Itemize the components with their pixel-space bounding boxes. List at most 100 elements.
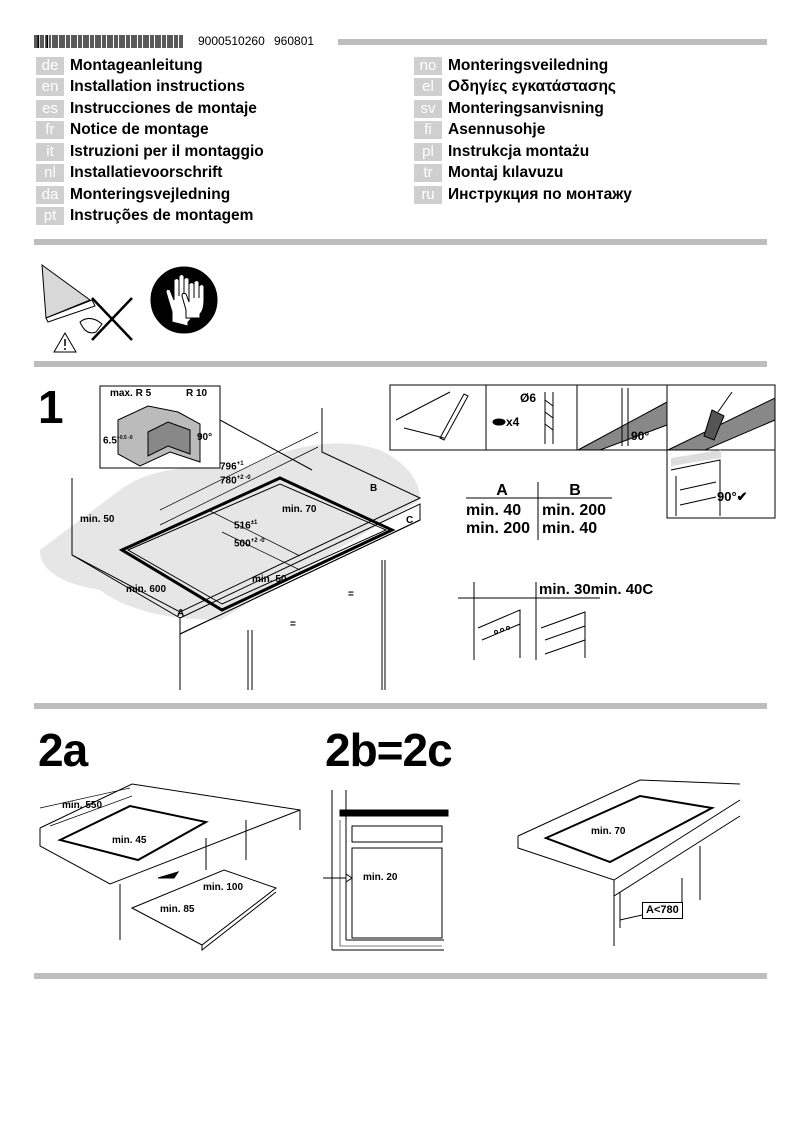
- lang-code-badge: no: [414, 56, 442, 75]
- lang-title: Montageanleitung: [70, 56, 203, 74]
- lang-de: de Montageanleitung: [36, 56, 203, 75]
- dim-min20: min. 20: [363, 872, 398, 883]
- table-row: min. 40 min. 200: [466, 502, 612, 520]
- cutout-2a-diagram: [39, 783, 301, 952]
- dim-516: 516±1: [234, 520, 257, 531]
- lang-code-badge: tr: [414, 163, 442, 182]
- header-b: B: [569, 482, 581, 499]
- dim-500: 500+2 -0: [234, 538, 265, 549]
- lang-code-badge: sv: [414, 99, 442, 118]
- dim-min100: min. 100: [203, 882, 244, 893]
- value: 796: [220, 461, 237, 473]
- dim-a780: A<780: [642, 902, 683, 919]
- lang-title: Installation instructions: [70, 77, 245, 95]
- brush-seal-icon: [667, 391, 776, 451]
- drill-bit-icon: [492, 392, 554, 444]
- lang-title: Monteringsanvisning: [448, 99, 604, 117]
- step-number: 1: [38, 381, 64, 433]
- lang-code-badge: fi: [414, 120, 442, 139]
- ab-table-lines: [466, 482, 612, 540]
- lang-fi: fi Asennusohje: [414, 120, 545, 139]
- lang-title: Instruções de montagem: [70, 206, 254, 224]
- jigsaw-icon: [577, 388, 668, 451]
- dim-min550: min. 550: [62, 800, 103, 811]
- cabinet-side-2b-diagram: [323, 790, 449, 951]
- table-row: min. 200 min. 40: [466, 520, 612, 538]
- lang-code-badge: pl: [414, 142, 442, 161]
- tolerance: +2 -0: [236, 475, 251, 481]
- dim-a: A: [177, 608, 185, 619]
- lang-title: Notice de montage: [70, 120, 209, 138]
- c-clearance-label: min. 30min. 40C: [539, 581, 654, 598]
- dim-min70: min. 70: [591, 826, 626, 837]
- lang-code-badge: da: [36, 185, 64, 204]
- detail-angle: 90°: [197, 432, 213, 443]
- lang-nl: nl Installatievoorschrift: [36, 163, 222, 182]
- lang-title: Montaj kılavuzu: [448, 163, 564, 181]
- cutout-diagram: [40, 385, 422, 690]
- lang-code-badge: de: [36, 56, 64, 75]
- lang-title: Instrucciones de montaje: [70, 99, 257, 117]
- date-code: 960801: [274, 34, 315, 48]
- value: 6.5: [103, 435, 117, 447]
- lang-title: Monteringsveiledning: [448, 56, 609, 74]
- lang-code-badge: nl: [36, 163, 64, 182]
- value: 780: [220, 475, 237, 487]
- section-divider: [34, 361, 767, 367]
- cell: min. 200: [466, 520, 531, 537]
- dim-min70: min. 70: [282, 504, 317, 515]
- lang-title: Monteringsvejledning: [70, 185, 231, 203]
- lang-code-badge: en: [36, 77, 64, 96]
- header-rule: [338, 39, 767, 45]
- lang-title: Инструкция по монтажу: [448, 185, 632, 203]
- ab-table: A B min. 40 min. 200 min. 200 min. 40: [466, 482, 612, 538]
- lang-tr: tr Montaj kılavuzu: [414, 163, 563, 182]
- lang-code-badge: pt: [36, 206, 64, 225]
- lang-fr: fr Notice de montage: [36, 120, 209, 139]
- cell: min. 40: [466, 502, 522, 519]
- barcode: [34, 35, 184, 48]
- lang-title: Istruzioni per il montaggio: [70, 142, 264, 160]
- dim-780: 780+2 -0: [220, 475, 251, 486]
- wear-gloves-icon: [150, 266, 218, 334]
- dim-min85: min. 85: [160, 904, 195, 915]
- dim-min50-front: min. 50: [252, 574, 287, 585]
- warning-triangle-icon: [53, 332, 77, 353]
- dim-min50-left: min. 50: [80, 514, 115, 525]
- dim-min600: min. 600: [126, 584, 167, 595]
- cell: min. 40: [542, 520, 598, 537]
- section-divider: [34, 239, 767, 245]
- value: 516: [234, 520, 251, 532]
- table-header: A B: [466, 482, 612, 500]
- dim-c: C: [406, 515, 414, 526]
- detail-r10: R 10: [186, 388, 208, 399]
- tolerance: +2 -0: [250, 538, 265, 544]
- lang-code-badge: el: [414, 77, 442, 96]
- dim-equal: =: [348, 589, 354, 600]
- tolerance: +1: [236, 461, 244, 467]
- drill-size: Ø6: [520, 391, 537, 405]
- section-divider: [34, 703, 767, 709]
- fixing-count: x4: [506, 415, 520, 429]
- oven-cabinet-diagram: [458, 582, 600, 660]
- lang-title: Asennusohje: [448, 120, 546, 138]
- lang-da: da Monteringsvejledning: [36, 185, 230, 204]
- cabinet-check-icon: [670, 450, 721, 516]
- lang-sv: sv Monteringsanvisning: [414, 99, 604, 118]
- lang-title: Installatievoorschrift: [70, 163, 223, 181]
- step-number: 2a: [38, 724, 88, 776]
- cell: min. 200: [542, 502, 607, 519]
- lang-code-badge: fr: [36, 120, 64, 139]
- tolerance: ±1: [250, 520, 258, 526]
- section-divider: [34, 973, 767, 979]
- glass-edge-no-touch-icon: [41, 263, 133, 341]
- lang-en: en Installation instructions: [36, 77, 245, 96]
- check-angle: 90°✔: [717, 489, 748, 504]
- dim-min45: min. 45: [112, 835, 147, 846]
